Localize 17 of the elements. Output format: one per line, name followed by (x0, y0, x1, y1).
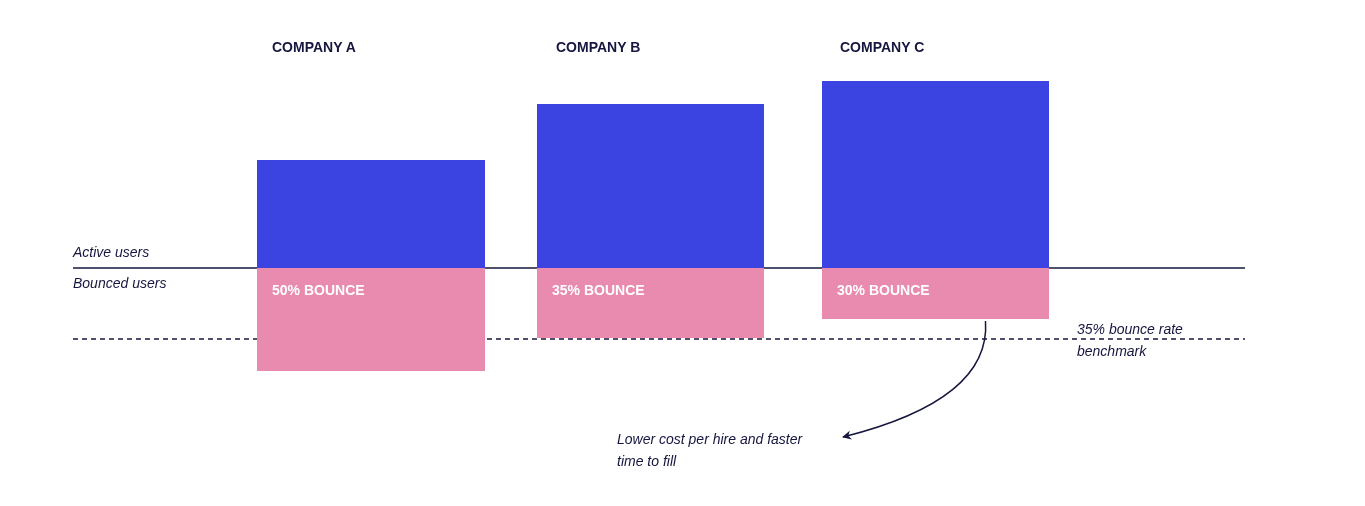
company-label: COMPANY B (556, 39, 641, 55)
company-label: COMPANY C (840, 39, 925, 55)
series-label: Bounced users (73, 275, 167, 291)
bar-label: 35% BOUNCE (552, 282, 645, 298)
series-label: Active users (73, 244, 150, 260)
bounce-bar (537, 268, 764, 338)
bar-label: 30% BOUNCE (837, 282, 930, 298)
bounce-bar (257, 268, 485, 371)
bounce-bar (822, 268, 1049, 319)
active-users-bar (257, 160, 485, 268)
bar-label: 50% BOUNCE (272, 282, 365, 298)
company-label: COMPANY A (272, 39, 356, 55)
annotation-text: Lower cost per hire and faster time to fill (617, 428, 817, 472)
curved-arrow (842, 320, 987, 440)
benchmark-label: 35% bounce rate benchmark (1077, 320, 1184, 361)
active-users-bar (537, 104, 764, 268)
active-users-bar (822, 81, 1049, 268)
